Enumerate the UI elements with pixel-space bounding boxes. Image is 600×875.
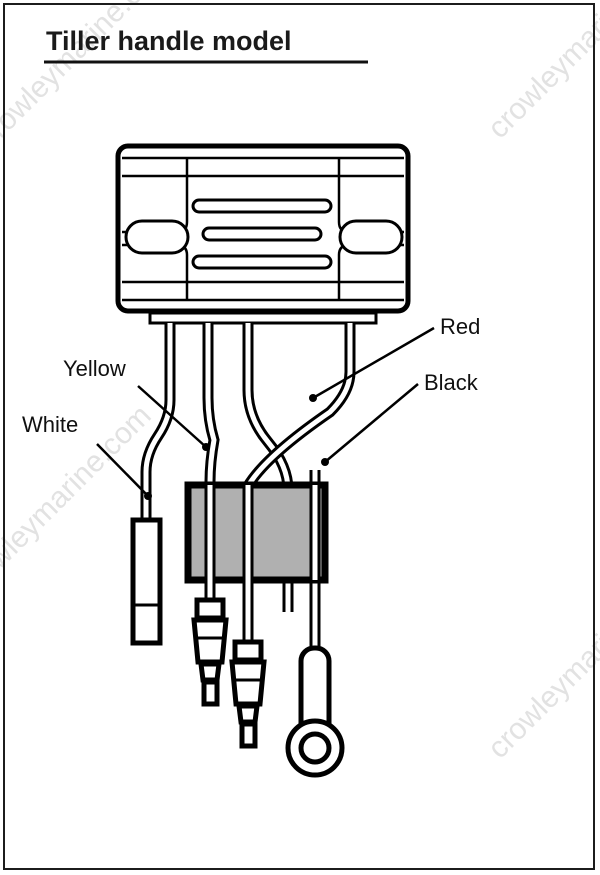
block-output-leads (204, 580, 254, 642)
yellow-bullet-connector (191, 597, 229, 707)
wire-red (242, 323, 294, 612)
label-yellow: Yellow (63, 356, 126, 381)
housing-vent-slot-1 (191, 198, 333, 214)
housing-mount-hole-left (124, 219, 190, 255)
leader-dot-black (321, 458, 329, 466)
leader-line-black (324, 383, 419, 463)
label-red: Red (440, 314, 480, 339)
housing-mount-hole-right (338, 219, 404, 255)
leader-line-yellow (137, 385, 207, 448)
label-white: White (22, 412, 78, 437)
ring-terminal-eyelet-hole (298, 731, 332, 765)
watermark-text: crowleymarine.com (0, 0, 178, 155)
leader-dot-yellow (202, 443, 210, 451)
yellow-bullet-tip (201, 679, 220, 707)
callout-white: White (22, 412, 152, 500)
yellow-bullet-barrel (191, 617, 229, 665)
housing-vent-slot-3 (191, 254, 333, 270)
watermark-layer: crowleymarine.com crowleymarine.com crow… (0, 0, 600, 765)
rectifier-housing (115, 143, 411, 325)
callout-yellow: Yellow (63, 356, 210, 451)
red-bullet-connector (229, 639, 267, 749)
white-wire-terminal (130, 517, 163, 646)
callout-black: Black (321, 370, 479, 466)
leader-line-white (96, 443, 149, 497)
label-black: Black (424, 370, 479, 395)
yellow-bullet-neck (198, 661, 222, 683)
watermark-text: crowleymarine.com (482, 0, 600, 145)
housing-vent-slot-2 (201, 226, 323, 242)
red-bullet-collar (232, 639, 264, 663)
callout-red: Red (309, 314, 480, 402)
yellow-bullet-collar (194, 597, 226, 621)
page-title: Tiller handle model (46, 26, 292, 56)
red-bullet-barrel (229, 659, 267, 707)
callout-labels: White Yellow Red Black (22, 314, 480, 500)
connector-block (184, 481, 329, 584)
wire-black (242, 323, 356, 600)
black-ring-terminal (285, 645, 345, 778)
watermark-text: crowleymarine.com (482, 559, 600, 765)
white-terminal-body (130, 517, 163, 646)
title-group: Tiller handle model (44, 26, 368, 64)
leader-dot-white (144, 492, 152, 500)
red-bullet-tip (239, 721, 258, 749)
housing-wire-exit-flange (148, 311, 378, 325)
leader-dot-red (309, 394, 317, 402)
wire-yellow (202, 323, 220, 600)
red-bullet-neck (236, 703, 260, 725)
wire-white (140, 323, 176, 522)
leader-line-red (312, 326, 435, 400)
